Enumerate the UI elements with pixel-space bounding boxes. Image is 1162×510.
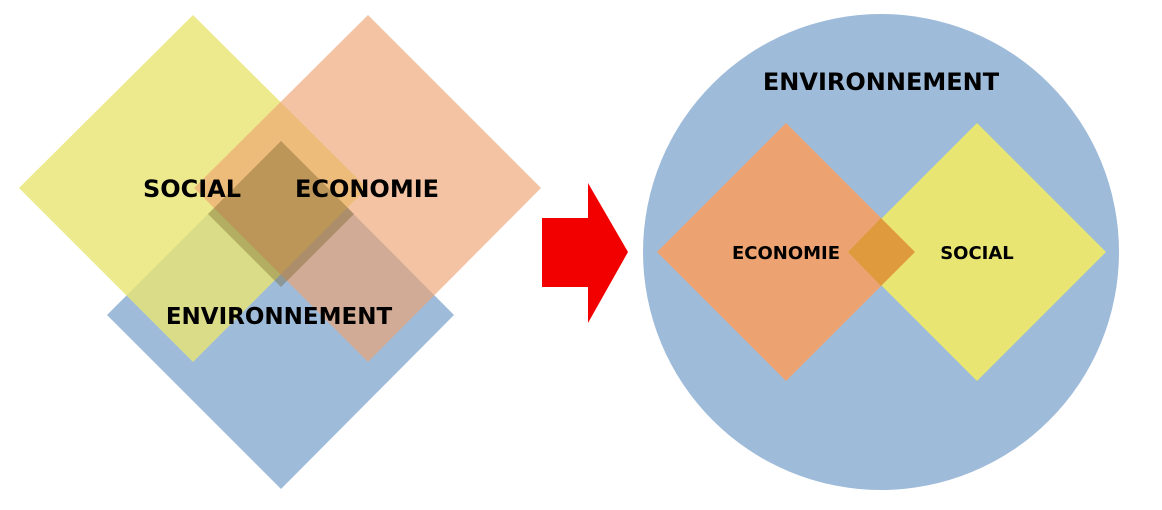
nested-model: ENVIRONNEMENT ECONOMIE SOCIAL (643, 14, 1119, 490)
right-economie-label: ECONOMIE (732, 243, 840, 264)
core-overlap (208, 141, 354, 287)
right-social-label: SOCIAL (940, 243, 1014, 264)
right-environnement-label: ENVIRONNEMENT (763, 68, 1000, 96)
transition-arrow (542, 183, 628, 323)
social-diamond-nested (848, 123, 1106, 381)
overlapping-model: SOCIAL ECONOMIE ENVIRONNEMENT (19, 15, 541, 489)
nested-overlap (848, 218, 915, 286)
economie-diamond (194, 15, 541, 362)
social-diamond (19, 15, 367, 362)
left-social-label: SOCIAL (143, 175, 241, 203)
left-environnement-label: ENVIRONNEMENT (166, 304, 393, 330)
left-economie-label: ECONOMIE (295, 175, 439, 203)
economie-diamond-nested (657, 123, 915, 381)
